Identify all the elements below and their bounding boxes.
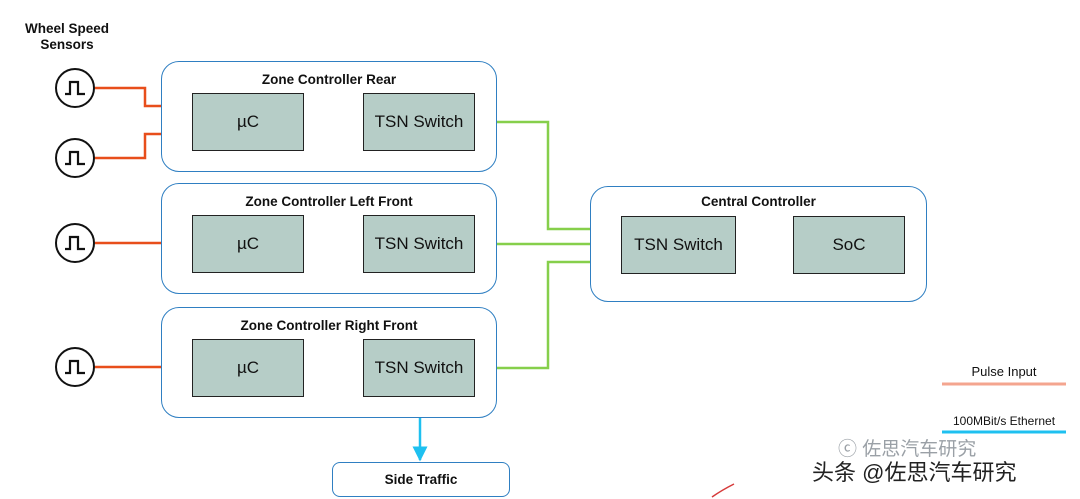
red-swoosh-decoration [711,483,735,498]
wheel-sensor-rear-2 [55,138,95,178]
watermark-faint-text: ⓒ 佐思汽车研究 [838,439,977,460]
trunk-link-right-front [474,254,622,376]
trunk-link-rear [474,114,622,237]
tsn-switch-block: TSN Switch [363,215,475,273]
pulse-waveform-icon [65,359,85,375]
central-controller: Central Controller TSN Switch SoC [590,186,927,302]
pulse-waveform-icon [65,235,85,251]
wheel-sensor-right-front [55,347,95,387]
watermark-main: 头条 @佐思汽车研究 [812,460,1017,485]
legend-ethernet-label: 100MBit/s Ethernet [952,414,1056,428]
zone-controller-right-front: Zone Controller Right Front µC TSN Switc… [161,307,497,418]
wheel-sensor-rear-1 [55,68,95,108]
legend-pulse-label: Pulse Input [971,364,1037,379]
zone-title: Zone Controller Rear [261,72,397,87]
watermark-faint: ⓒ 佐思汽车研究 [838,434,976,461]
tsn-switch-block: TSN Switch [363,93,475,151]
central-title: Central Controller [701,194,816,209]
uc-block: µC [192,93,304,151]
pulse-waveform-icon [65,80,85,96]
uc-block: µC [192,339,304,397]
side-traffic-box: Side Traffic [332,462,510,497]
sensors-title: Wheel Speed Sensors [24,21,110,52]
soc-block: SoC [793,216,905,274]
tsn-switch-block: TSN Switch [363,339,475,397]
tsn-switch-block: TSN Switch [621,216,736,274]
pulse-waveform-icon [65,150,85,166]
zone-controller-rear: Zone Controller Rear µC TSN Switch [161,61,497,172]
zone-title: Zone Controller Left Front [245,194,413,209]
wheel-sensor-left-front [55,223,95,263]
zone-controller-left-front: Zone Controller Left Front µC TSN Switch [161,183,497,294]
zone-title: Zone Controller Right Front [240,318,418,333]
uc-block: µC [192,215,304,273]
